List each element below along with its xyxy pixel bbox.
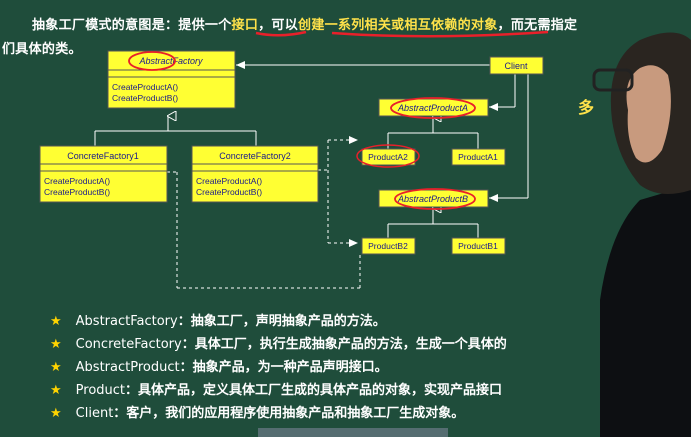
bullet-row: ★ AbstractProduct：抽象产品，为一种产品声明接口。 bbox=[50, 356, 507, 379]
intro-part2: 接口 bbox=[231, 18, 259, 33]
product-a2-box: ProductA2 bbox=[356, 144, 420, 168]
bullet-desc: ：具体工厂，执行生成抽象产品的方法，生成一个具体的 bbox=[181, 337, 507, 352]
star-icon: ★ bbox=[50, 360, 62, 375]
presenter-figure bbox=[592, 32, 691, 437]
bullet-term: ConcreteFactory bbox=[75, 337, 182, 352]
concrete-factory2-name: ConcreteFactory2 bbox=[219, 151, 291, 161]
intro-line2: 们具体的类。 bbox=[2, 42, 82, 57]
star-icon: ★ bbox=[50, 406, 62, 421]
client-associations bbox=[236, 61, 529, 202]
client-box: Client bbox=[489, 56, 544, 75]
bullet-term: AbstractFactory bbox=[75, 314, 178, 329]
product-b2-box: ProductB2 bbox=[361, 237, 416, 255]
concrete-factory1-op-a: CreateProductA() bbox=[44, 176, 110, 186]
intro-part4: 创建一系列相关或相互依赖的对象 bbox=[298, 18, 498, 33]
annotation-underline-purpose bbox=[331, 30, 549, 38]
star-icon: ★ bbox=[50, 383, 62, 398]
product-a1-box: ProductA1 bbox=[451, 148, 506, 166]
abstract-product-b-box: AbstractProductB bbox=[378, 188, 489, 210]
abstract-factory-op-b: CreateProductB() bbox=[112, 93, 178, 103]
bullet-desc: ：客户，我们的应用程序使用抽象产品和抽象工厂生成对象。 bbox=[113, 406, 465, 421]
product-b2-name: ProductB2 bbox=[368, 241, 408, 251]
intro-line-2: 们具体的类。 bbox=[2, 38, 82, 57]
intro-part1: 抽象工厂模式的意图是：提供一个 bbox=[32, 18, 232, 33]
intro-line-1: 抽象工厂模式的意图是：提供一个接口，可以创建一系列相关或相互依赖的对象，而无需指… bbox=[32, 14, 577, 33]
dependency-lines bbox=[167, 136, 361, 289]
annotation-circle-product-a2 bbox=[356, 144, 420, 168]
concrete-factory2-op-a: CreateProductA() bbox=[196, 176, 262, 186]
annotation-underline-interface bbox=[255, 30, 307, 37]
bullet-row: ★ Product：具体产品，定义具体工厂生成的具体产品的对象，实现产品接口 bbox=[50, 379, 507, 402]
concrete-factory1-box: ConcreteFactory1 CreateProductA() Create… bbox=[39, 145, 168, 203]
bullet-term: Client bbox=[75, 406, 114, 421]
inheritance-factories bbox=[94, 116, 257, 146]
product-a1-name: ProductA1 bbox=[458, 152, 498, 162]
star-icon: ★ bbox=[50, 337, 62, 352]
bullet-row: ★ AbstractFactory：抽象工厂，声明抽象产品的方法。 bbox=[50, 310, 507, 333]
inheritance-products-b bbox=[387, 208, 479, 238]
abstract-factory-box: AbstractFactory CreateProductA() CreateP… bbox=[107, 50, 236, 109]
video-control-bar[interactable] bbox=[258, 428, 448, 437]
bullet-row: ★ Client：客户，我们的应用程序使用抽象产品和抽象工厂生成对象。 bbox=[50, 402, 507, 425]
intro-part5: ，而无需指定 bbox=[497, 18, 578, 33]
bullet-desc: ：抽象产品，为一种产品声明接口。 bbox=[179, 360, 388, 375]
product-b1-name: ProductB1 bbox=[458, 241, 498, 251]
concrete-factory1-name: ConcreteFactory1 bbox=[67, 151, 139, 161]
abstract-product-b-name: AbstractProductB bbox=[397, 194, 468, 204]
abstract-factory-name: AbstractFactory bbox=[138, 56, 203, 66]
concrete-factory1-op-b: CreateProductB() bbox=[44, 187, 110, 197]
abstract-product-a-box: AbstractProductA bbox=[378, 97, 489, 119]
annotation-circle-abstract-product-b bbox=[394, 188, 476, 210]
product-a2-name: ProductA2 bbox=[368, 152, 408, 162]
bullet-row: ★ ConcreteFactory：具体工厂，执行生成抽象产品的方法，生成一个具体… bbox=[50, 333, 507, 356]
client-name: Client bbox=[504, 61, 528, 71]
product-b1-box: ProductB1 bbox=[451, 237, 506, 255]
concrete-factory2-box: ConcreteFactory2 CreateProductA() Create… bbox=[191, 145, 319, 203]
side-annotation-text: 多 bbox=[578, 98, 595, 117]
bullet-desc: ：具体产品，定义具体工厂生成的具体产品的对象，实现产品接口 bbox=[125, 383, 503, 398]
intro-part3: ，可以 bbox=[258, 18, 299, 33]
bullet-term: Product bbox=[75, 383, 126, 398]
abstract-factory-op-a: CreateProductA() bbox=[112, 82, 178, 92]
bullet-list: ★ AbstractFactory：抽象工厂，声明抽象产品的方法。 ★ Concre… bbox=[50, 310, 507, 425]
abstract-product-a-name: AbstractProductA bbox=[397, 103, 468, 113]
bullet-desc: ：抽象工厂，声明抽象产品的方法。 bbox=[177, 314, 386, 329]
annotation-circle-abstract-factory bbox=[128, 51, 176, 71]
inheritance-products-a bbox=[387, 117, 479, 149]
bullet-term: AbstractProduct bbox=[75, 360, 180, 375]
concrete-factory2-op-b: CreateProductB() bbox=[196, 187, 262, 197]
star-icon: ★ bbox=[50, 314, 62, 329]
annotation-circle-abstract-product-a bbox=[390, 97, 476, 119]
